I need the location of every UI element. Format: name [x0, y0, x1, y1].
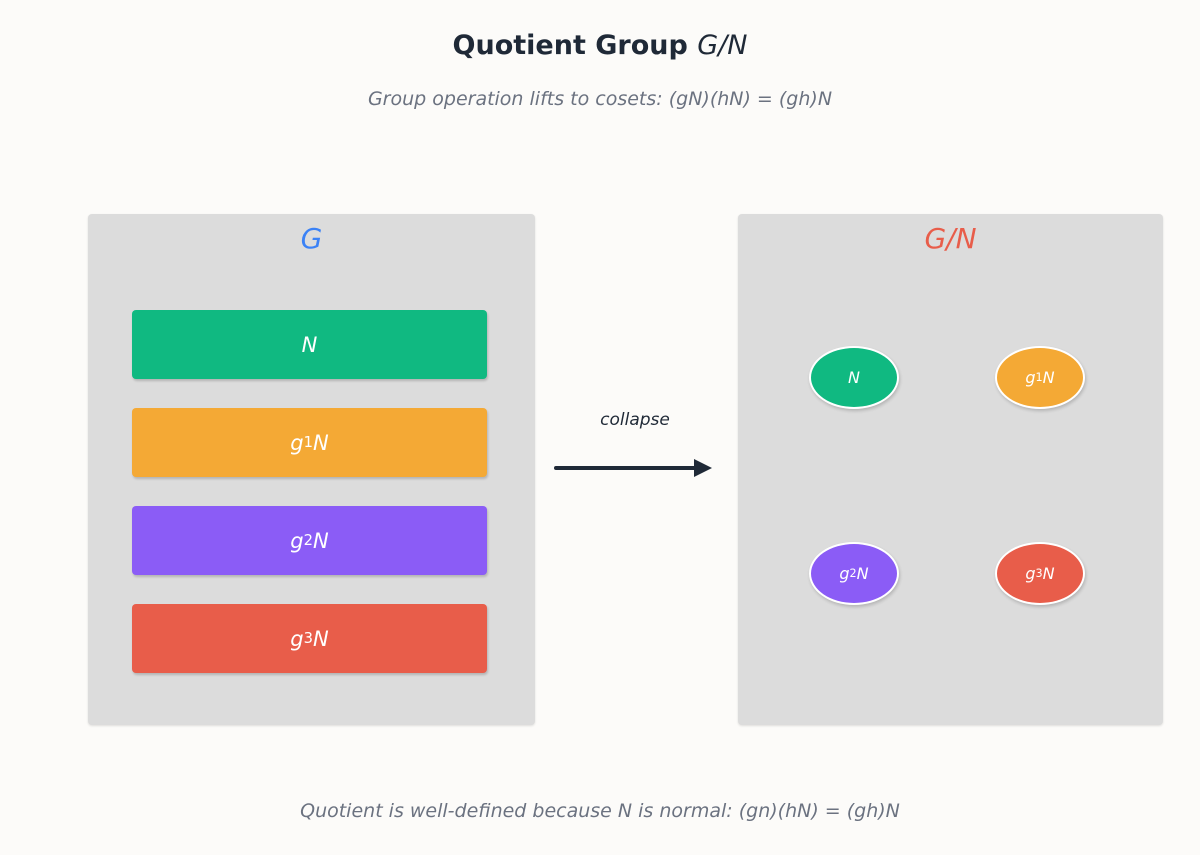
coset-subscript: 3: [303, 630, 313, 647]
coset-suffix: N: [312, 626, 329, 651]
element-base: g: [1025, 564, 1036, 583]
collapse-arrow-icon: [554, 459, 712, 477]
title-variable: G/N: [697, 30, 748, 61]
quotient-element-n: N: [809, 346, 899, 409]
element-base: g: [839, 564, 850, 583]
diagram-footer: Quotient is well-defined because N is no…: [300, 800, 900, 822]
element-suffix: N: [1042, 368, 1055, 387]
element-suffix: N: [848, 368, 860, 387]
coset-subscript: 1: [303, 434, 313, 451]
coset-suffix: N: [312, 528, 329, 553]
element-base: g: [1025, 368, 1036, 387]
diagram-title: Quotient Group G/N: [0, 30, 1200, 61]
coset-base: g: [290, 430, 304, 455]
element-subscript: 1: [1035, 371, 1043, 384]
coset-subscript: 2: [303, 532, 313, 549]
coset-bar-n: N: [132, 310, 487, 379]
element-subscript: 3: [1035, 567, 1043, 580]
group-g-label: G: [300, 222, 323, 255]
title-text: Quotient Group: [452, 30, 688, 61]
element-subscript: 2: [849, 567, 857, 580]
coset-base: g: [290, 626, 304, 651]
element-suffix: N: [856, 564, 869, 583]
coset-base: g: [290, 528, 304, 553]
quotient-group-label: G/N: [924, 222, 977, 255]
coset-suffix: N: [301, 332, 318, 357]
coset-suffix: N: [312, 430, 329, 455]
collapse-label: collapse: [600, 410, 670, 430]
diagram-subtitle: Group operation lifts to cosets: (gN)(hN…: [367, 88, 833, 110]
element-suffix: N: [1042, 564, 1055, 583]
